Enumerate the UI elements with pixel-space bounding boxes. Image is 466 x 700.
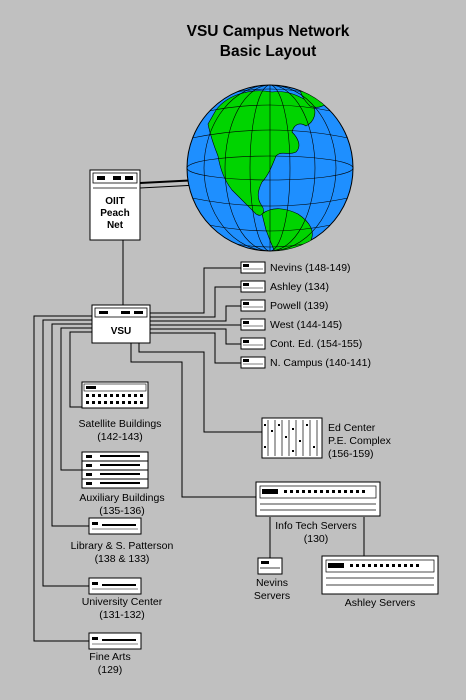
university-center-rooms: (131-132) bbox=[99, 609, 145, 621]
fine-arts-rooms: (129) bbox=[97, 664, 123, 676]
vsu-hub-label: VSU bbox=[110, 326, 132, 337]
nevins-server bbox=[257, 557, 283, 575]
link-auxiliary bbox=[60, 327, 92, 471]
oiit-router bbox=[89, 169, 141, 241]
info-tech-label: Info Tech Servers bbox=[275, 520, 357, 532]
router-icon-powell bbox=[240, 299, 266, 312]
building-label-ncampus: N. Campus (140-141) bbox=[270, 357, 371, 369]
ashley-servers-label: Ashley Servers bbox=[344, 597, 416, 609]
building-label-west: West (144-145) bbox=[270, 319, 343, 331]
building-label-nevins: Nevins (148-149) bbox=[270, 262, 351, 274]
right-building-routers bbox=[240, 261, 266, 369]
nevins-servers-label1: Nevins bbox=[255, 577, 289, 589]
link-finearts bbox=[33, 315, 92, 642]
satellite-hub bbox=[81, 381, 149, 409]
router-icon-nevins bbox=[240, 261, 266, 274]
link-powell bbox=[150, 305, 241, 322]
fine-arts-label: Fine Arts bbox=[89, 651, 131, 663]
building-label-powell: Powell (139) bbox=[270, 300, 329, 312]
link-library bbox=[51, 323, 92, 527]
router-icon-conted bbox=[240, 337, 266, 350]
auxiliary-rooms: (135-136) bbox=[99, 505, 145, 517]
satellite-rooms: (142-143) bbox=[97, 431, 143, 443]
peach-label: Peach bbox=[100, 208, 130, 219]
building-label-conted: Cont. Ed. (154-155) bbox=[270, 338, 363, 350]
link-edcenter bbox=[138, 343, 262, 433]
link-satellite bbox=[69, 331, 92, 408]
link-conted bbox=[150, 328, 241, 345]
link-ncampus bbox=[150, 332, 241, 364]
link-nevins bbox=[150, 267, 241, 314]
ed-center-label: Ed Center bbox=[328, 422, 376, 434]
link-univcenter bbox=[42, 319, 92, 587]
router-icon-ashley bbox=[240, 280, 266, 293]
library-hub bbox=[88, 517, 142, 535]
link-infotech bbox=[130, 343, 256, 498]
connection-lines bbox=[33, 177, 365, 642]
oiit-label: OIIT bbox=[105, 196, 125, 207]
ed-center-rooms: (156-159) bbox=[328, 448, 374, 460]
globe-icon bbox=[186, 84, 354, 252]
university-center-label: University Center bbox=[81, 596, 163, 608]
router-icon-ncampus bbox=[240, 356, 266, 369]
auxiliary-hub-stack bbox=[81, 451, 149, 489]
building-label-ashley: Ashley (134) bbox=[270, 281, 329, 293]
library-label: Library & S. Patterson bbox=[70, 540, 174, 552]
fine-arts-hub bbox=[88, 632, 142, 650]
pe-complex-label: P.E. Complex bbox=[328, 435, 391, 447]
info-tech-server bbox=[255, 481, 381, 517]
router-icon-west bbox=[240, 318, 266, 331]
net-label: Net bbox=[106, 220, 124, 231]
diagram-title-line1: VSU Campus Network bbox=[186, 23, 350, 40]
ed-center-rack bbox=[261, 417, 323, 459]
nevins-servers-label2: Servers bbox=[253, 590, 291, 602]
satellite-label: Satellite Buildings bbox=[78, 418, 162, 430]
auxiliary-label: Auxiliary Buildings bbox=[79, 492, 165, 504]
link-ashley bbox=[150, 286, 241, 318]
library-rooms: (138 & 133) bbox=[94, 553, 150, 565]
ashley-server bbox=[321, 555, 439, 595]
info-tech-rooms: (130) bbox=[303, 533, 329, 545]
diagram-title-line2: Basic Layout bbox=[219, 43, 317, 60]
vsu-hub bbox=[91, 304, 151, 344]
university-center-hub bbox=[88, 577, 142, 595]
